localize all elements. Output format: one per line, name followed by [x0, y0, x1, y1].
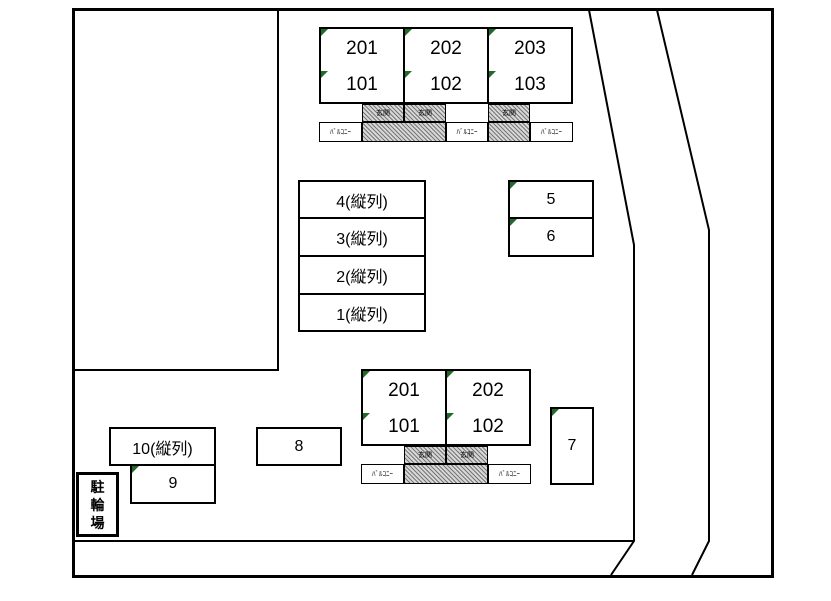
- parking-space-5[interactable]: 5: [508, 180, 594, 219]
- unit-column-s2: 202 102: [445, 369, 531, 446]
- road-edge-outer: [656, 9, 710, 576]
- balcony-3: ﾊﾞﾙｺﾆｰ: [530, 122, 573, 142]
- unit-203[interactable]: 203: [514, 38, 546, 59]
- unit-column-2: 202 102: [403, 27, 489, 104]
- parking-space-3[interactable]: 3(縦列): [298, 217, 426, 257]
- stairs-a: [362, 122, 446, 142]
- unit-s202[interactable]: 202: [472, 380, 504, 401]
- bicycle-parking-char-2: 輪: [90, 496, 105, 513]
- parking-space-6[interactable]: 6: [508, 217, 594, 257]
- bicycle-parking[interactable]: 駐 輪 場: [76, 472, 119, 537]
- unit-102[interactable]: 102: [405, 71, 487, 99]
- parking-space-1[interactable]: 1(縦列): [298, 293, 426, 332]
- unit-column-s1: 201 101: [361, 369, 447, 446]
- entrance-b: 玄関: [404, 104, 446, 122]
- site-boundary: [72, 8, 774, 578]
- parking-space-10[interactable]: 10(縦列): [109, 427, 216, 466]
- unit-column-1: 201 101: [319, 27, 405, 104]
- unit-s201[interactable]: 201: [388, 380, 420, 401]
- unit-s101[interactable]: 101: [363, 413, 445, 441]
- balcony-s1: ﾊﾞﾙｺﾆｰ: [361, 464, 404, 484]
- balcony-s2: ﾊﾞﾙｺﾆｰ: [488, 464, 531, 484]
- entrance-c: 玄関: [488, 104, 530, 122]
- balcony-1: ﾊﾞﾙｺﾆｰ: [319, 122, 362, 142]
- stairs-s: [404, 464, 488, 484]
- entrance-s-b: 玄関: [446, 446, 488, 464]
- unit-201[interactable]: 201: [346, 38, 378, 59]
- unit-103[interactable]: 103: [489, 71, 571, 99]
- unit-column-3: 203 103: [487, 27, 573, 104]
- parking-space-7[interactable]: 7: [550, 407, 594, 485]
- entrance-s-a: 玄関: [404, 446, 446, 464]
- unit-101[interactable]: 101: [321, 71, 403, 99]
- parking-space-4[interactable]: 4(縦列): [298, 180, 426, 219]
- parking-space-2[interactable]: 2(縦列): [298, 255, 426, 295]
- bicycle-parking-char-3: 場: [90, 514, 105, 531]
- neighbor-lot: [72, 8, 279, 371]
- balcony-2: ﾊﾞﾙｺﾆｰ: [446, 122, 488, 142]
- parking-space-8[interactable]: 8: [256, 427, 342, 466]
- road-edge-inner: [588, 9, 635, 576]
- stairs-b: [488, 122, 530, 142]
- parking-space-9[interactable]: 9: [130, 464, 216, 504]
- bicycle-parking-char-1: 駐: [90, 478, 105, 495]
- unit-202[interactable]: 202: [430, 38, 462, 59]
- unit-s102[interactable]: 102: [447, 413, 529, 441]
- entrance-a: 玄関: [362, 104, 404, 122]
